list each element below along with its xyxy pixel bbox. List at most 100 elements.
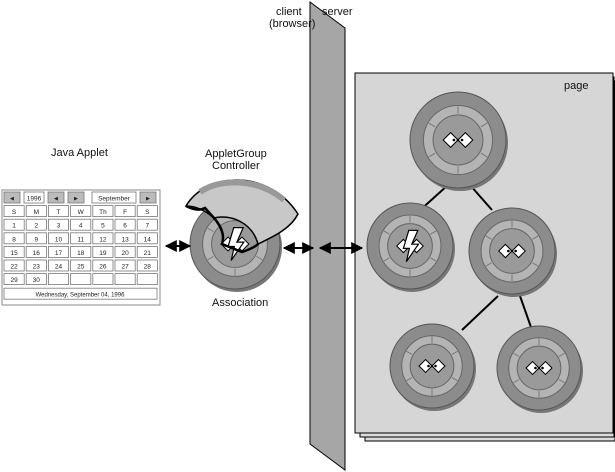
connector-right-bottomright — [519, 295, 533, 331]
calendar-day-number: 26 — [99, 264, 107, 271]
applet-connector-icon — [498, 243, 526, 259]
calendar-nav-arrow-icon: ► — [145, 196, 151, 203]
calendar-day-cell — [3, 273, 25, 286]
calendar-day-cell — [25, 273, 47, 286]
calendar-nav-arrow-icon: ◄ — [53, 196, 59, 203]
calendar-day-cell — [70, 245, 92, 258]
calendar-day-number: 11 — [77, 236, 84, 243]
calendar-day-number: 23 — [33, 264, 41, 271]
calendar-header-cell — [91, 191, 137, 204]
applet-group-label-line1: AppletGroup — [205, 148, 267, 160]
page-label: page — [564, 80, 589, 92]
calendar-weekday-label: T — [57, 209, 61, 216]
calendar-day-cell — [92, 273, 114, 286]
calendar-day-number: 9 — [34, 236, 38, 243]
calendar-day-number: 1 — [12, 223, 16, 230]
java-applet-label: Java Applet — [51, 147, 108, 159]
calendar-footer-box — [3, 287, 158, 300]
calendar-weekday-cell — [92, 205, 114, 218]
association-label: Association — [212, 297, 269, 309]
calendar-day-cell — [70, 259, 92, 272]
calendar-header-cell — [139, 191, 157, 204]
calendar-day-cell — [70, 232, 92, 245]
calendar-day-cell — [136, 273, 158, 286]
calendar-weekday-cell — [25, 205, 47, 218]
calendar-day-cell — [92, 259, 114, 272]
calendar-nav-arrow-icon: ◄ — [9, 196, 15, 203]
client-server-divider — [309, 1, 346, 471]
calendar-day-cell — [136, 259, 158, 272]
applet-node-bottom-left — [389, 323, 476, 411]
calendar-day-cell — [136, 245, 158, 258]
calendar-day-cell — [92, 245, 114, 258]
calendar-day-cell — [48, 232, 70, 245]
calendar-day-cell — [114, 273, 136, 286]
calendar-day-number: 5 — [101, 223, 105, 230]
connector-root-right — [469, 184, 493, 211]
calendar-weekday-cell — [114, 205, 136, 218]
calendar-day-number: 6 — [123, 223, 127, 230]
calendar-day-cell — [114, 218, 136, 231]
calendar-day-cell — [3, 245, 25, 258]
calendar-day-number: 22 — [10, 264, 18, 271]
calendar-weekday-cell — [3, 205, 25, 218]
calendar-weekday-label: F — [123, 209, 127, 216]
calendar-day-cell — [114, 232, 136, 245]
calendar-weekday-label: W — [78, 209, 85, 216]
server-label: server — [322, 6, 353, 18]
browser-label: (browser) — [269, 18, 316, 30]
applet-node-bottom-right — [496, 325, 583, 413]
calendar-day-number: 28 — [144, 264, 152, 271]
calendar-day-cell — [3, 259, 25, 272]
calendar-header-cell — [23, 191, 45, 204]
calendar-day-number: 18 — [77, 250, 85, 257]
calendar-day-cell — [3, 232, 25, 245]
calendar-day-cell — [48, 259, 70, 272]
calendar-day-number: 10 — [55, 236, 63, 243]
calendar-day-number: 27 — [121, 264, 129, 271]
applet-connector-icon — [418, 358, 446, 374]
applet-node-root — [409, 91, 508, 191]
calendar-day-number: 14 — [144, 236, 152, 243]
calendar-footer-date: Wednesday, September 04, 1996 — [36, 293, 126, 299]
calendar-day-cell — [114, 259, 136, 272]
calendar-day-cell — [136, 232, 158, 245]
calendar-day-cell — [92, 218, 114, 231]
calendar-day-number: 21 — [144, 250, 152, 257]
calendar-day-cell — [25, 245, 47, 258]
calendar-header-text: September — [98, 196, 131, 203]
calendar-day-number: 17 — [55, 250, 63, 257]
calendar-day-number: 25 — [77, 264, 85, 271]
calendar-header-cell — [3, 191, 21, 204]
calendar-day-number: 29 — [10, 277, 18, 284]
calendar-day-cell — [70, 218, 92, 231]
calendar-day-number: 20 — [121, 250, 129, 257]
calendar-day-number: 15 — [10, 250, 18, 257]
calendar-header-text: 1996 — [27, 196, 42, 203]
calendar-day-cell — [48, 245, 70, 258]
calendar-day-cell — [48, 218, 70, 231]
calendar-weekday-cell — [70, 205, 92, 218]
calendar-weekday-label: S — [145, 209, 150, 216]
applet-node-lightning — [366, 202, 455, 292]
calendar-weekday-cell — [136, 205, 158, 218]
calendar-day-number: 24 — [55, 264, 63, 271]
applet-node-middle-right — [468, 207, 557, 297]
lightning-applet-icon — [396, 229, 424, 262]
calendar-day-number: 30 — [33, 277, 41, 284]
calendar-day-number: 7 — [145, 223, 149, 230]
calendar-weekday-label: M — [34, 209, 39, 216]
calendar-day-number: 12 — [99, 236, 107, 243]
calendar-day-number: 3 — [57, 223, 61, 230]
calendar-header-cell — [47, 191, 65, 204]
calendar-weekday-cell — [48, 205, 70, 218]
applet-group-controller — [184, 179, 299, 292]
calendar-day-number: 8 — [12, 236, 16, 243]
calendar-day-cell — [114, 245, 136, 258]
applet-connector-icon — [525, 360, 553, 376]
calendar-nav-arrow-icon: ► — [73, 196, 79, 203]
calendar-day-number: 2 — [34, 223, 38, 230]
calendar-day-number: 19 — [99, 250, 107, 257]
